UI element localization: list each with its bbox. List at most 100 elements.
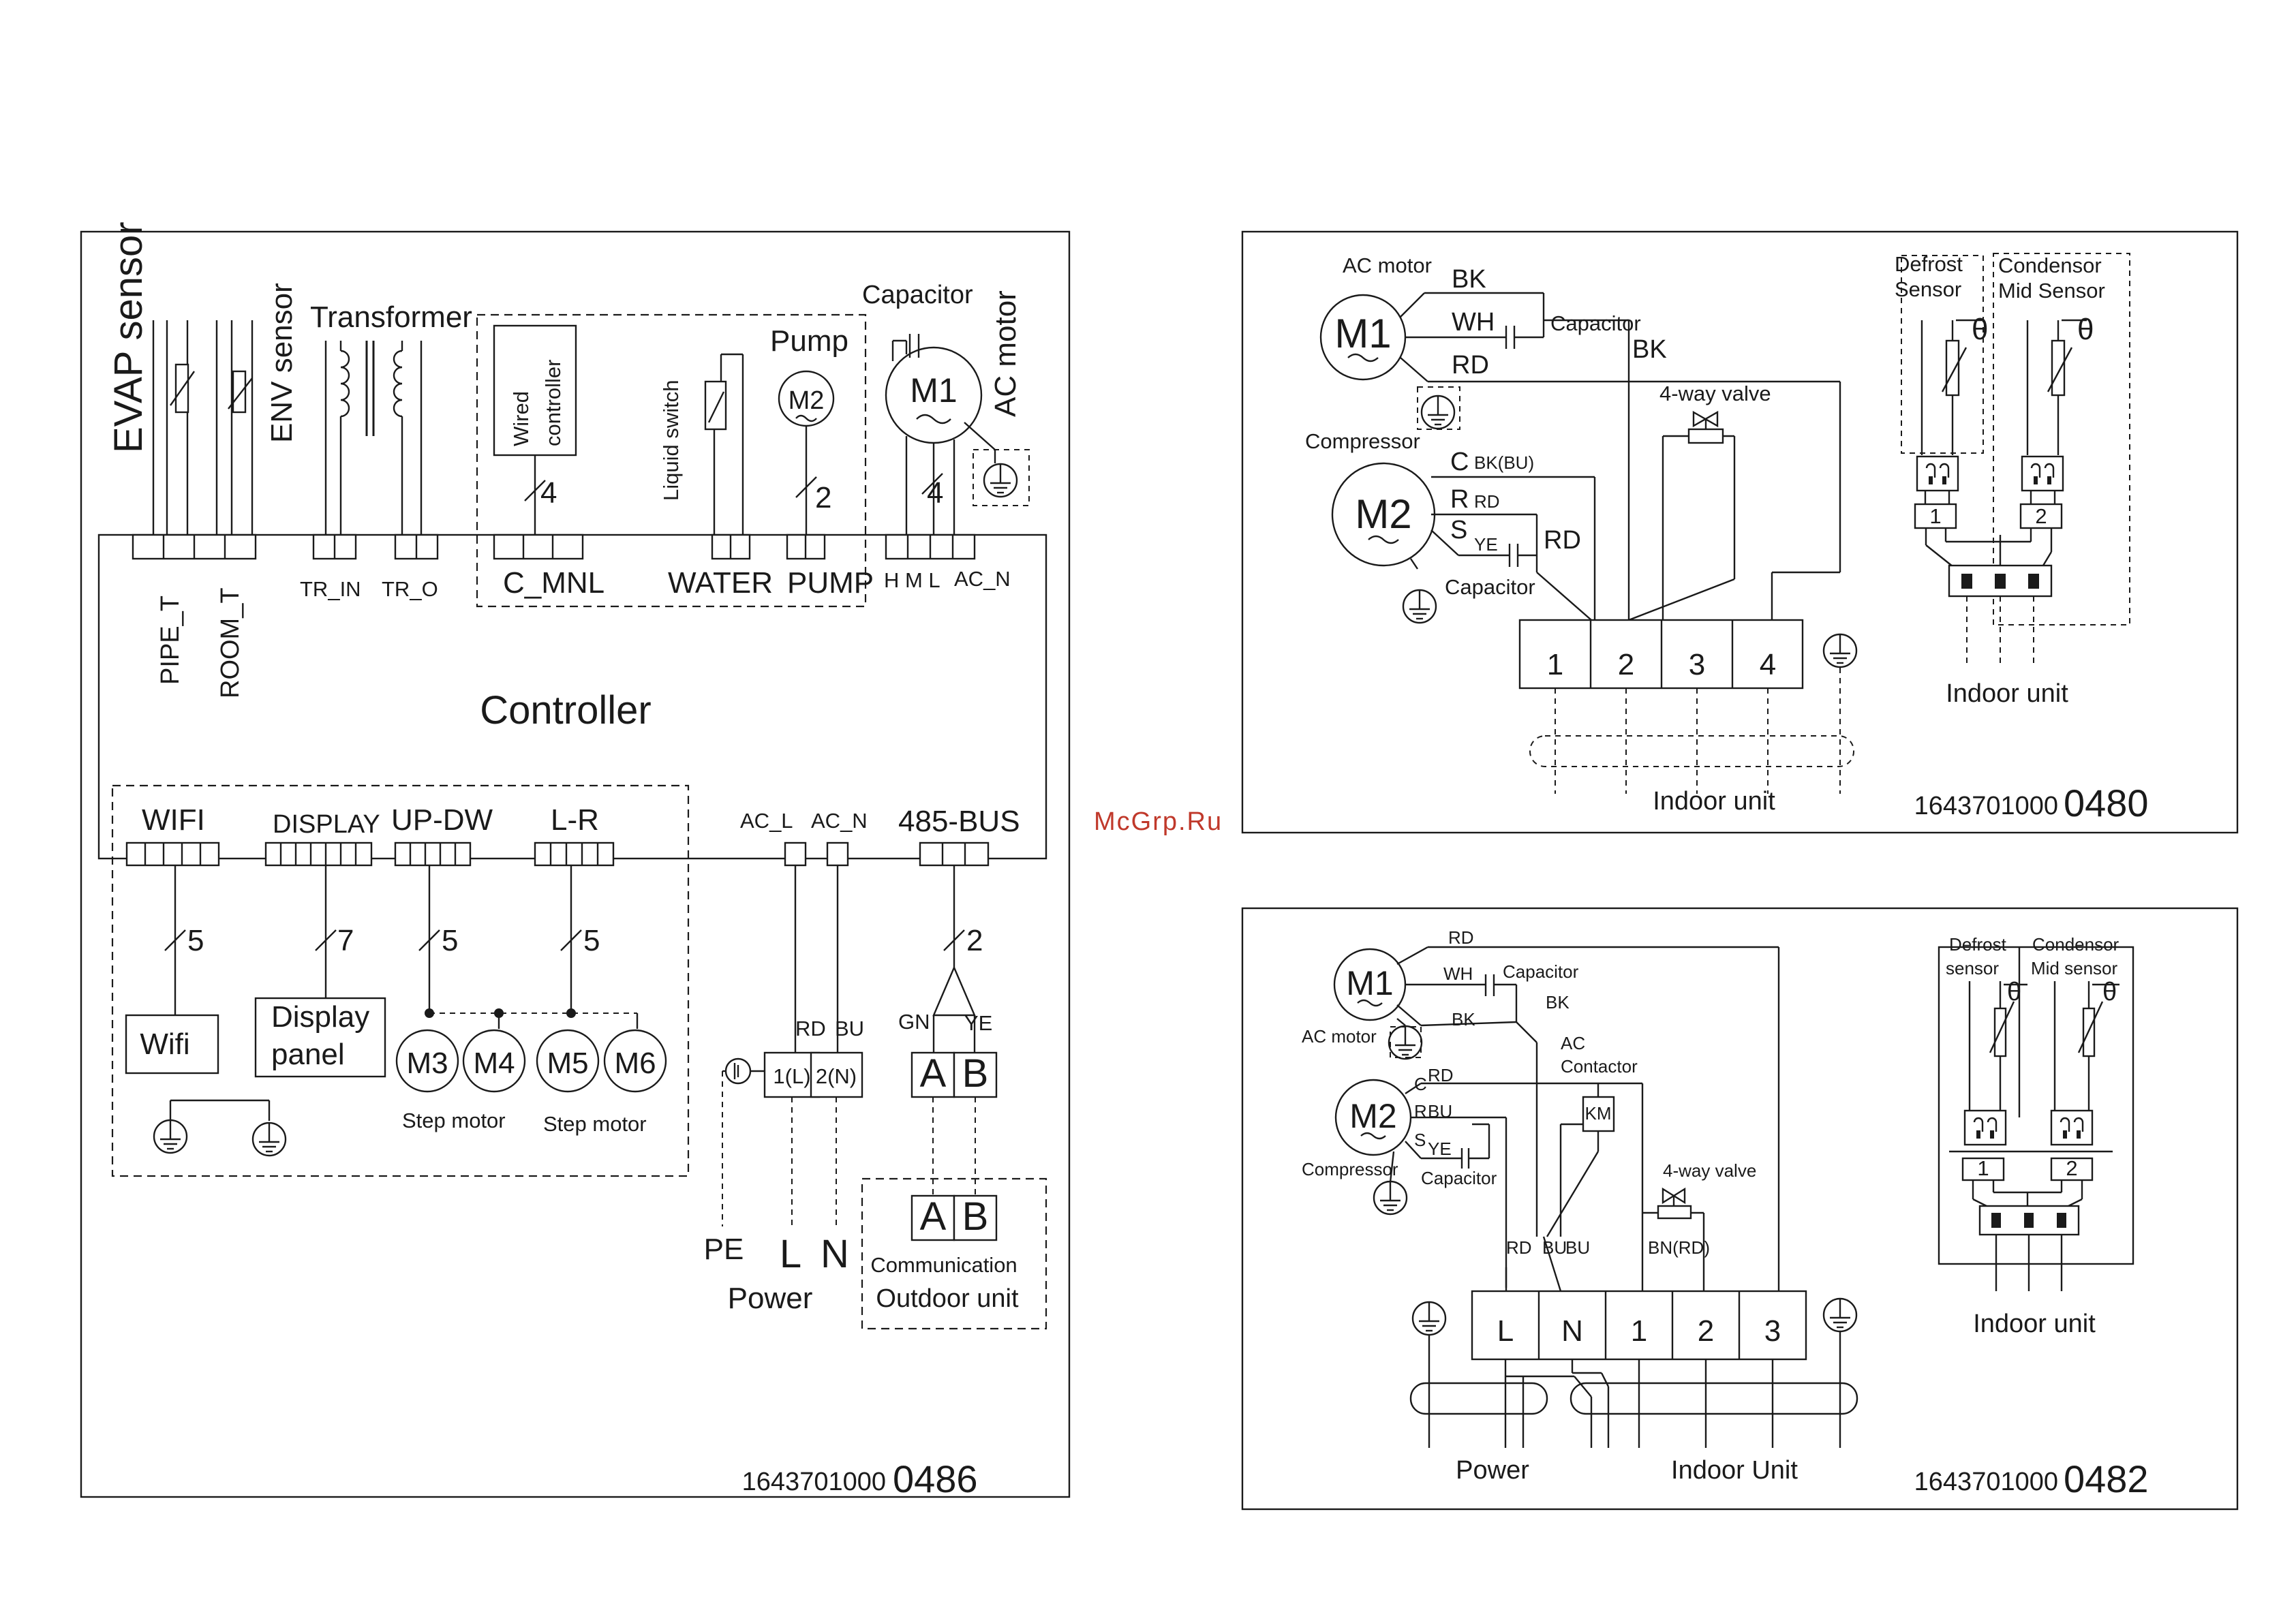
controller-label: Controller [480,688,651,732]
wh-label-0482: WH [1443,963,1473,984]
c-label-0480: C [1450,448,1469,476]
l-r-port-label: L-R [551,803,599,837]
valve-label-0482: 4-way valve [1663,1160,1756,1181]
wifi-module-label: Wifi [140,1027,189,1061]
ye-label-0480: YE [1474,534,1498,555]
ac-motor-m1-label-0482: M1 [1346,964,1393,1002]
communication-label: Communication [870,1253,1017,1277]
evap-sensor-label: EVAP sensor [106,221,151,453]
step-motor-m3-icon [395,1029,459,1093]
plug-1-label-0480: 1 [1929,504,1941,528]
condensor-sensor-label-2-0482: Mid sensor [2031,958,2117,978]
display-connector [264,841,373,867]
ac-motor-wire-count: 4 [927,476,943,510]
transformer-icon [324,341,423,535]
s-label-0480: S [1450,516,1467,544]
condensor-sensor-label-2-0480: Mid Sensor [1998,279,2105,303]
ac-contactor-label-2-0482: Contactor [1561,1056,1638,1077]
diagram-0486-code-large: 0486 [893,1457,978,1500]
rd-label-0482: RD [1448,927,1474,948]
ground-icon-left-0482 [1411,1301,1447,1336]
watermark: McGrp.Ru [1094,807,1223,836]
bus-terminal-b-label: B [962,1051,989,1096]
compressor-ground-icon-0480 [1402,589,1437,624]
diagram-0482-code-large: 0482 [2064,1457,2149,1500]
step-motor-m3-label: M3 [406,1047,448,1080]
diagram-0482-code-small: 1643701000 [1914,1468,2058,1496]
tr-in-label: TR_IN [300,577,361,601]
bus-terminal-a-label: A [920,1051,947,1096]
lower-peripheral-dashed-area [111,784,690,1177]
bk-capacitor-label-0482: BK [1546,992,1570,1013]
wired-controller-box [493,324,577,457]
ac-motor-m1-label: M1 [910,371,957,409]
outdoor-unit-label: Outdoor unit [876,1284,1019,1313]
outdoor-terminal-b [953,1194,998,1241]
capacitor-label-0482: Capacitor [1503,961,1579,982]
terminal-2n-label: 2(N) [816,1064,857,1088]
capacitor-label-0480: Capacitor [1550,311,1641,335]
outdoor-terminal-b-label: B [962,1194,989,1239]
wired-controller-label-2: controller [541,360,565,447]
rd-small-label-0480: RD [1474,491,1500,512]
defrost-sensor-label-1-0480: Defrost [1895,252,1963,276]
pump-label: Pump [770,324,848,358]
diagram-0480-frame [1241,230,2239,834]
rd-label-0480: RD [1452,351,1489,380]
bu-wire-label: BU [835,1017,864,1040]
env-sensor-label: ENV sensor [265,283,299,443]
ac-n-connector [826,841,849,867]
l-label: L [780,1232,801,1276]
display-port-label: DISPLAY [273,810,380,839]
bk-label-0480: BK [1452,265,1486,294]
liquid-switch-label: Liquid switch [659,380,683,501]
valve-label-0480: 4-way valve [1659,382,1771,405]
condensor-sensor-label-1-0482: Condensor [2032,934,2119,955]
step-motor-m5-label: M5 [547,1047,588,1080]
condensor-theta-0482: θ [2102,978,2117,1006]
power-cable-sleeve-0482 [1409,1382,1548,1415]
tr-o-label: TR_O [382,577,438,601]
outdoor-terminal-a [910,1194,955,1241]
diagram-0480-code-small: 1643701000 [1914,792,2058,820]
bk-bu-label-0480: BK(BU) [1474,452,1534,473]
sensor-area-0482 [1938,946,2134,1265]
ac-motor-m1-label-0480: M1 [1334,311,1391,356]
wifi-port-label: WIFI [142,803,205,837]
display-panel-label-2: panel [271,1038,345,1071]
defrost-sensor-label-1-0482: Defrost [1949,934,2007,955]
display-panel-box [254,997,386,1078]
r-label-0482: R [1414,1101,1427,1122]
ground-icon-0480 [1822,633,1858,668]
step-motor-label-1: Step motor [402,1109,506,1132]
ac-n-top-label: AC_N [954,567,1011,591]
wired-controller-label-1: Wired [509,391,533,446]
indoor-unit-label-0482: Indoor Unit [1671,1456,1798,1485]
terminal-l-label-0482: L [1497,1314,1514,1348]
rd-capacitor-label-0480: RD [1544,526,1581,555]
bn-rd-label-0482: BN(RD) [1648,1237,1710,1258]
step-motor-m6-label: M6 [614,1047,656,1080]
indoor-unit-label-0480: Indoor unit [1653,787,1775,816]
terminal-block-0482 [1471,1290,1807,1361]
ac-motor-label: AC motor [989,290,1022,417]
terminal-block-0480 [1518,619,1804,690]
gn-wire-label: GN [898,1010,930,1034]
ac-l-port-label: AC_L [740,809,793,833]
c-mnl-connector [493,534,584,560]
terminal-1-label-0480: 1 [1547,648,1563,681]
ground-icon-right-0482 [1822,1297,1858,1333]
terminal-3-label-0480: 3 [1689,648,1705,681]
indoor-unit-right-label-0482: Indoor unit [1973,1310,2096,1338]
compressor-capacitor-label-0480: Capacitor [1445,575,1535,599]
plug-1-0480 [1914,503,1957,529]
condensor-sensor-plug-0482 [2050,1109,2094,1146]
outdoor-terminal-a-label: A [920,1194,947,1239]
terminal-2-label-0480: 2 [1618,648,1634,681]
compressor-m2-label-0482: M2 [1349,1097,1396,1135]
ac-motor-ground-icon-0482 [1388,1025,1423,1060]
step-motor-m6-icon [603,1029,667,1093]
evap-sensor [152,320,195,535]
pump-wire-count: 2 [815,481,831,514]
